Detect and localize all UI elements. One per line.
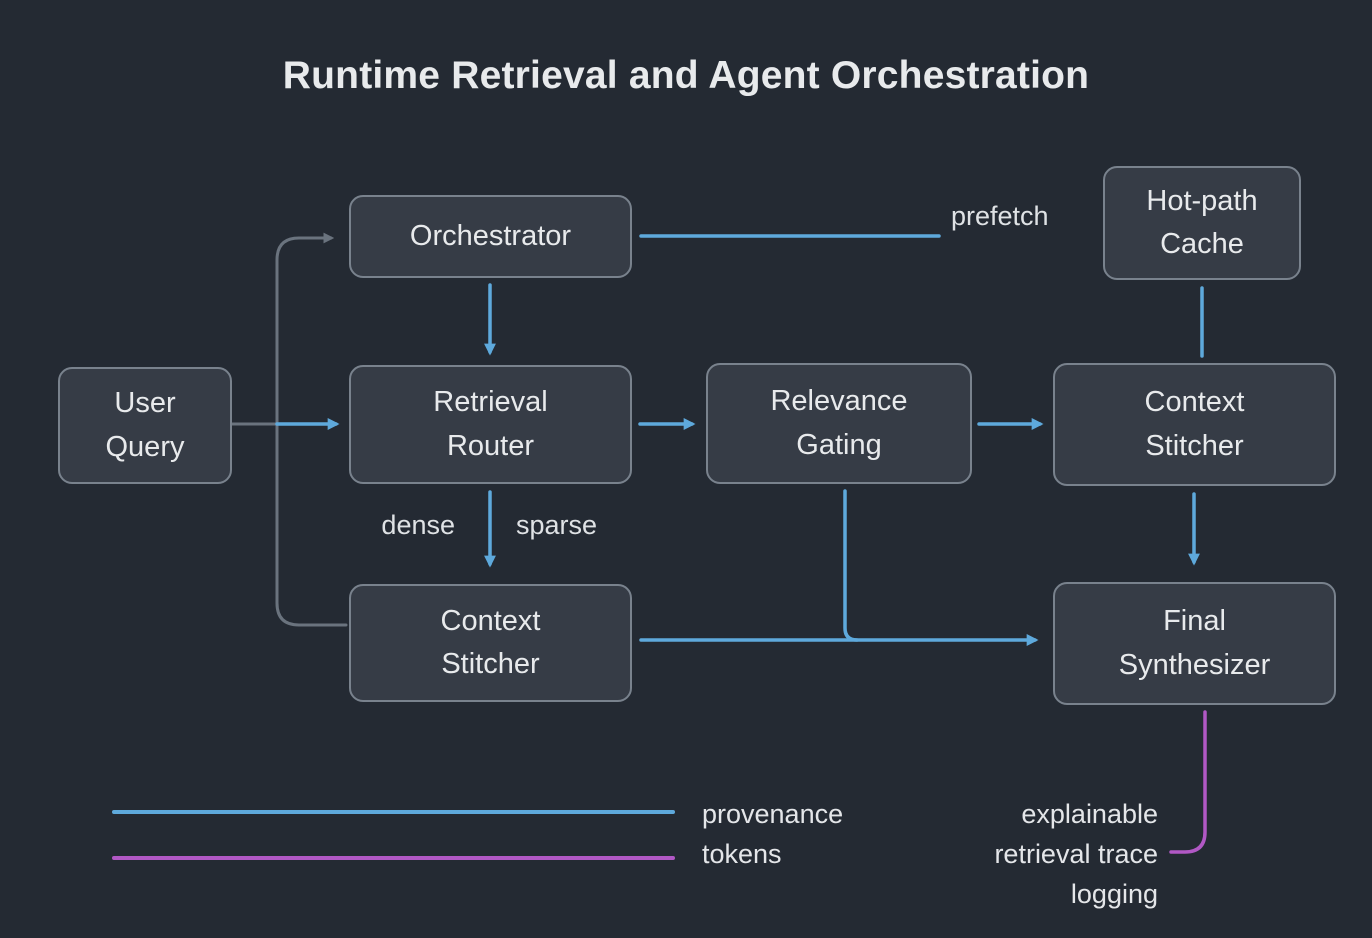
node-final-synthesizer: Final Synthesizer <box>1053 582 1336 705</box>
legend-label-provenance-tokens: provenance tokens <box>702 799 844 869</box>
node-retrieval-router-label: Retrieval Router <box>433 386 548 462</box>
legend-line-provenance <box>112 810 675 814</box>
edge-user-query-to-orchestrator <box>275 232 335 426</box>
legend-label-explainable-trace: explainable retrieval trace logging <box>994 799 1158 909</box>
edge-relevance-gating-to-merge <box>843 489 859 642</box>
node-relevance-gating-label: Relevance Gating <box>770 385 908 461</box>
node-context-stitcher-mid-label: Context Stitcher <box>440 604 541 681</box>
node-hot-path-cache-label: Hot-path Cache <box>1146 184 1258 261</box>
node-orchestrator: Orchestrator <box>349 195 632 278</box>
edge-label-prefetch: prefetch <box>951 201 1049 231</box>
node-retrieval-router: Retrieval Router <box>349 365 632 484</box>
diagram-title: Runtime Retrieval and Agent Orchestratio… <box>282 54 1090 97</box>
edge-label-dense: dense <box>381 510 455 540</box>
legend-line-explainable <box>112 856 675 860</box>
node-final-synthesizer-label: Final Synthesizer <box>1118 605 1271 681</box>
node-user-query-label: User Query <box>105 387 185 463</box>
node-context-stitcher-right-label: Context Stitcher <box>1144 386 1245 462</box>
edge-label-sparse: sparse <box>516 510 598 540</box>
node-context-stitcher-right: Context Stitcher <box>1053 363 1336 486</box>
node-context-stitcher-mid: Context Stitcher <box>349 584 632 702</box>
edge-user-query-to-context-stitcher-mid <box>275 422 348 627</box>
node-orchestrator-label: Orchestrator <box>409 219 572 252</box>
node-hot-path-cache: Hot-path Cache <box>1103 166 1301 280</box>
edge-final-synthesizer-trace-logging <box>1169 710 1207 854</box>
node-user-query: User Query <box>58 367 232 484</box>
node-relevance-gating: Relevance Gating <box>706 363 972 484</box>
